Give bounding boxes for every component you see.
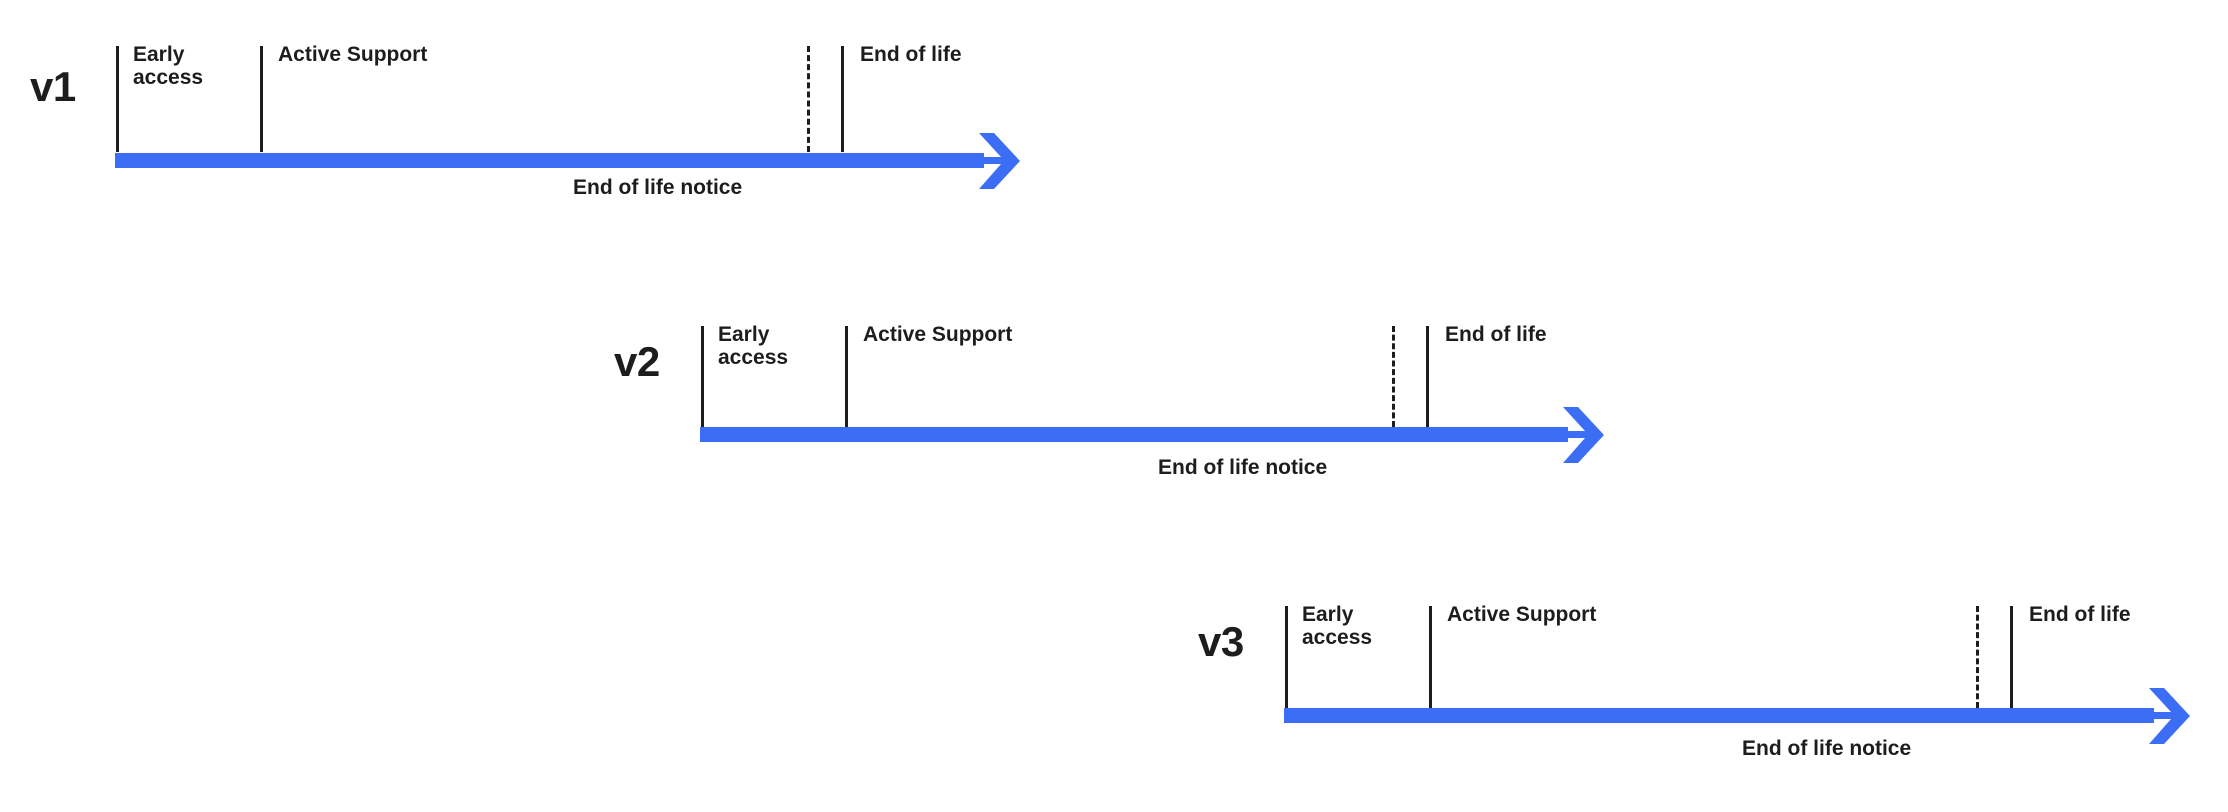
active-support-label: Active Support — [863, 323, 1013, 346]
timeline-track-bar — [115, 153, 984, 168]
timeline-arrow-head — [1558, 406, 1604, 463]
end-of-life-notice-tick — [1392, 326, 1395, 427]
early-access-label: Early access — [133, 43, 204, 89]
end-of-life-start-tick — [2010, 606, 2013, 708]
end-of-life-label: End of life — [1445, 323, 1547, 346]
active-support-label: Active Support — [1447, 603, 1597, 626]
early-access-start-tick — [701, 326, 704, 427]
active-support-label: Active Support — [278, 43, 428, 66]
early-access-start-tick — [1285, 606, 1288, 708]
end-of-life-notice-label: End of life notice — [1742, 737, 1912, 760]
active-support-start-tick — [260, 46, 263, 152]
version-label-v2: v2 — [614, 338, 660, 385]
timeline-arrow-head — [2144, 687, 2190, 744]
early-access-label: Early access — [718, 323, 789, 369]
end-of-life-label: End of life — [2029, 603, 2131, 626]
end-of-life-notice-tick — [807, 46, 810, 152]
end-of-life-notice-label: End of life notice — [1158, 456, 1328, 479]
timeline-track-bar — [1284, 708, 2154, 723]
early-access-label: Early access — [1302, 603, 1373, 649]
version-label-v1: v1 — [30, 63, 76, 110]
version-label-v3: v3 — [1198, 618, 1244, 665]
active-support-start-tick — [845, 326, 848, 427]
end-of-life-start-tick — [841, 46, 844, 152]
timeline-track-bar — [700, 427, 1568, 442]
end-of-life-notice-label: End of life notice — [573, 176, 743, 199]
end-of-life-notice-tick — [1976, 606, 1979, 708]
timeline-arrow-head — [974, 132, 1020, 189]
active-support-start-tick — [1429, 606, 1432, 708]
early-access-start-tick — [116, 46, 119, 152]
end-of-life-label: End of life — [860, 43, 962, 66]
end-of-life-start-tick — [1426, 326, 1429, 427]
